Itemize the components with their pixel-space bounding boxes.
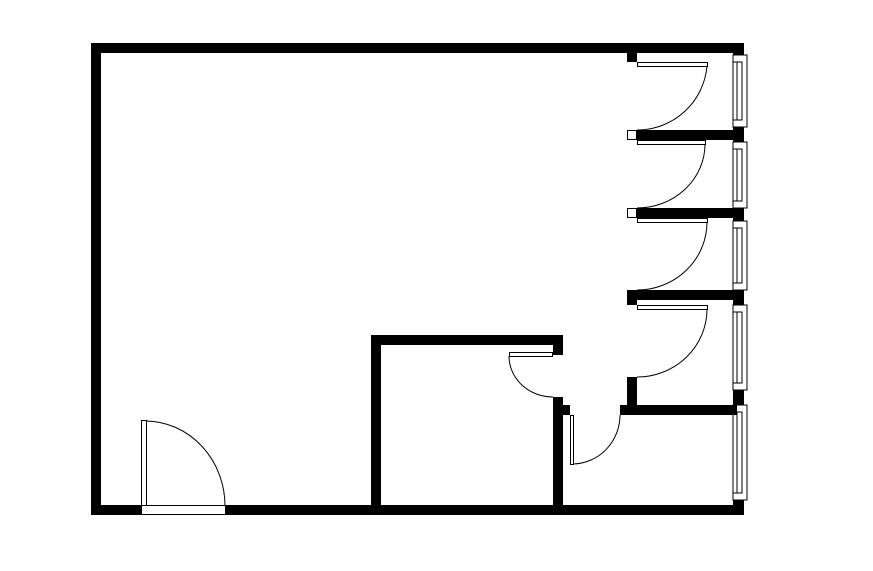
windows [732,54,748,501]
top-wall [91,43,744,53]
partition [637,130,737,140]
window [732,141,748,209]
door[interactable] [636,62,708,131]
bottom-wall-left [91,505,141,515]
window [732,54,748,128]
inner-room [371,335,621,515]
stub [627,290,637,305]
door[interactable] [636,140,706,209]
stall-partitions [620,53,737,415]
door[interactable] [636,218,708,291]
stub [627,130,637,140]
stub [627,208,637,218]
bottom-wall-right [225,505,744,515]
partition [627,290,737,300]
door[interactable] [636,305,708,378]
door[interactable] [508,352,554,398]
stall-doors [636,62,708,378]
door[interactable] [570,414,621,465]
window [732,304,748,391]
partition [637,208,737,218]
partition [620,405,737,415]
entrance-door[interactable] [141,420,226,515]
window [732,404,748,501]
window [732,220,748,291]
left-wall [91,43,101,515]
stub [627,377,637,407]
outer-walls [91,43,744,515]
stub [627,53,637,62]
